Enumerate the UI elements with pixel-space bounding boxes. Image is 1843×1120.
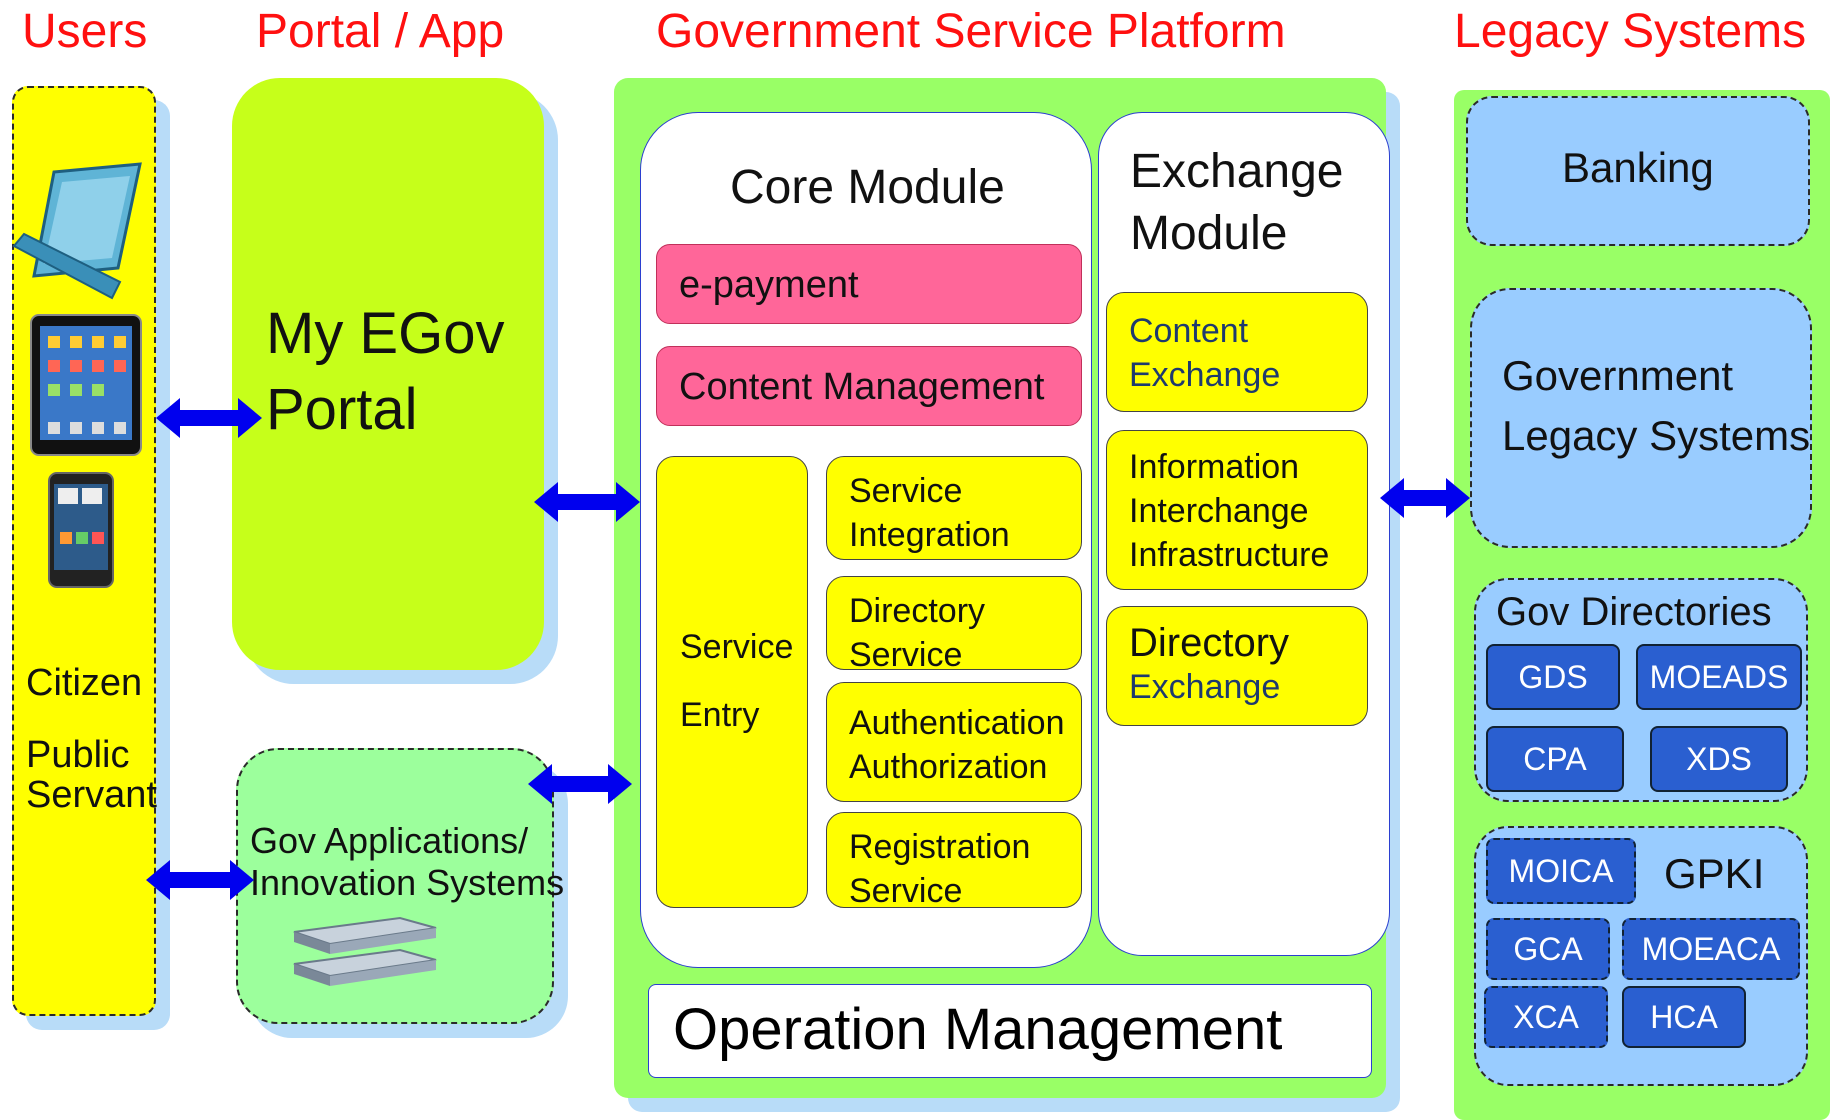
header-users: Users xyxy=(22,5,148,58)
gca-chip[interactable]: GCA xyxy=(1486,918,1610,980)
double-arrow-icon xyxy=(1380,478,1470,518)
gds-chip[interactable]: GDS xyxy=(1486,644,1620,710)
gov-legacy-label-1: Government xyxy=(1502,352,1734,399)
banking-label: Banking xyxy=(1562,144,1714,191)
content-exchange-label-1: Content xyxy=(1129,312,1249,350)
directory-service-label-1: Directory xyxy=(849,592,986,630)
cpa-chip[interactable]: CPA xyxy=(1486,726,1624,792)
service-integration-label-1: Service xyxy=(849,472,963,510)
service-entry-label-2: Entry xyxy=(680,696,760,734)
directory-exchange-label-2: Exchange xyxy=(1129,668,1281,706)
my-egov-portal-box[interactable] xyxy=(232,78,544,670)
tablet-icon xyxy=(30,314,142,456)
service-entry-label-1: Service xyxy=(680,628,794,666)
content-management-box[interactable]: Content Management xyxy=(656,346,1082,426)
gov-apps-label-1: Gov Applications/ xyxy=(250,820,529,861)
information-interchange-box[interactable]: Information Interchange Infrastructure xyxy=(1106,430,1368,590)
core-module-title: Core Module xyxy=(730,161,1005,214)
double-arrow-icon xyxy=(528,764,632,804)
authentication-authorization-box[interactable]: Authentication Authorization xyxy=(826,682,1082,802)
gov-directories-title: Gov Directories xyxy=(1496,590,1772,634)
citizen-label: Citizen xyxy=(26,662,143,704)
public-servant-label-2: Servant xyxy=(26,774,157,816)
service-integration-label-2: Integration xyxy=(849,516,1010,554)
xca-chip[interactable]: XCA xyxy=(1484,986,1608,1048)
iii-label-3: Infrastructure xyxy=(1129,536,1330,574)
authorization-label: Authorization xyxy=(849,748,1048,786)
moeads-chip[interactable]: MOEADS xyxy=(1636,644,1802,710)
content-exchange-label-2: Exchange xyxy=(1129,356,1281,394)
public-servant-label-1: Public xyxy=(26,734,130,776)
directory-service-label-2: Service xyxy=(849,636,963,674)
service-entry-box[interactable] xyxy=(656,456,808,908)
operation-management-box[interactable]: Operation Management xyxy=(648,984,1372,1078)
double-arrow-icon xyxy=(146,860,254,900)
directory-exchange-label-1: Directory xyxy=(1129,621,1290,665)
double-arrow-icon xyxy=(534,482,640,522)
laptop-icon xyxy=(12,162,142,300)
gpki-title: GPKI xyxy=(1664,850,1765,897)
header-platform: Government Service Platform xyxy=(656,5,1286,58)
portal-label-1: My EGov xyxy=(266,301,505,366)
gov-apps-label-2: Innovation Systems xyxy=(250,862,565,903)
portal-label-2: Portal xyxy=(266,377,418,442)
directory-exchange-box[interactable]: Directory Exchange xyxy=(1106,606,1368,726)
banking-box[interactable] xyxy=(1466,96,1810,246)
authentication-label: Authentication xyxy=(849,704,1065,742)
registration-service-box[interactable]: Registration Service xyxy=(826,812,1082,910)
e-payment-box[interactable]: e-payment xyxy=(656,244,1082,324)
gov-legacy-label-2: Legacy Systems xyxy=(1502,412,1811,459)
moica-chip[interactable]: MOICA xyxy=(1486,838,1636,904)
iii-label-1: Information xyxy=(1129,448,1300,486)
header-legacy: Legacy Systems xyxy=(1454,5,1807,58)
hca-chip[interactable]: HCA xyxy=(1622,986,1746,1048)
smartphone-icon xyxy=(48,472,114,588)
content-exchange-box[interactable]: Content Exchange xyxy=(1106,292,1368,412)
moeaca-chip[interactable]: MOEACA xyxy=(1622,918,1800,980)
exchange-module-title-2: Module xyxy=(1130,207,1288,260)
service-integration-box[interactable]: Service Integration xyxy=(826,456,1082,560)
directory-service-box[interactable]: Directory Service xyxy=(826,576,1082,674)
registration-service-label-2: Service xyxy=(849,872,963,910)
government-legacy-systems-box[interactable] xyxy=(1470,288,1812,548)
iii-label-2: Interchange xyxy=(1129,492,1309,530)
gov-applications-box[interactable] xyxy=(236,748,554,1024)
xds-chip[interactable]: XDS xyxy=(1650,726,1788,792)
header-portal: Portal / App xyxy=(256,5,505,58)
exchange-module-title-1: Exchange xyxy=(1130,145,1344,198)
registration-service-label-1: Registration xyxy=(849,828,1031,866)
server-icon xyxy=(293,916,437,986)
double-arrow-icon xyxy=(156,398,262,438)
